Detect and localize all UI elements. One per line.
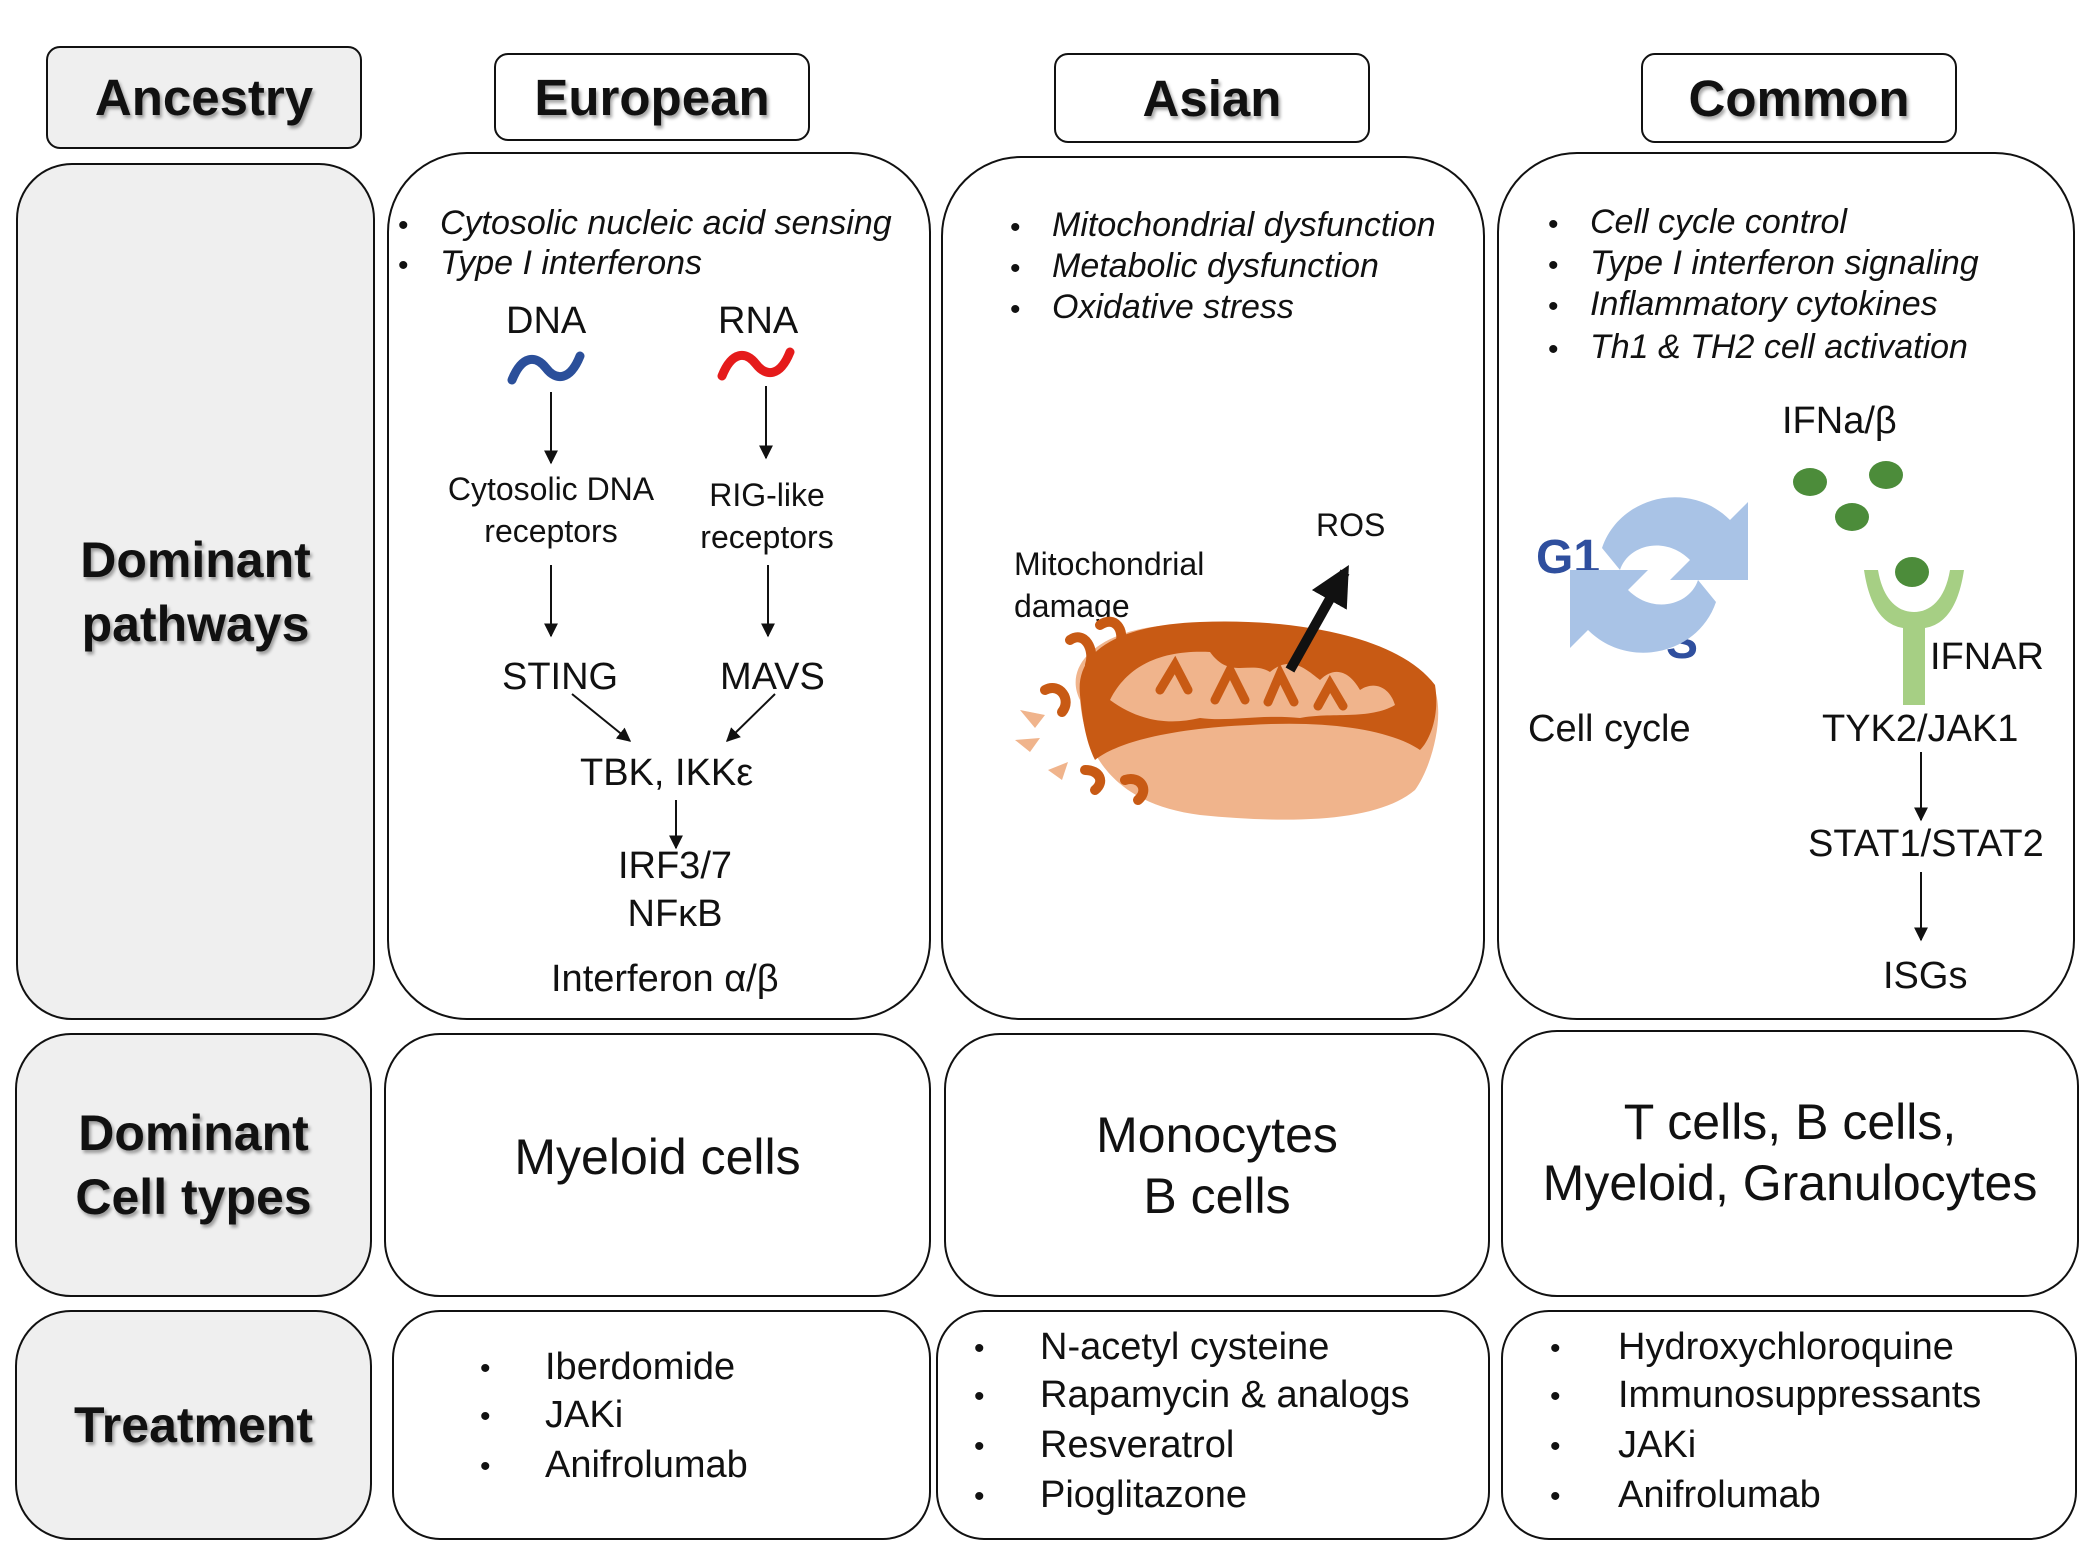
- bullet: •: [1548, 249, 1559, 282]
- european-treatment-3: Anifrolumab: [545, 1444, 748, 1486]
- asian-treatment-3: Resveratrol: [1040, 1424, 1235, 1466]
- asian-cells-box: Monocytes B cells: [944, 1033, 1490, 1297]
- irf37-label: IRF3/7: [617, 845, 733, 887]
- bullet: •: [1550, 1332, 1561, 1365]
- common-treatment-3: JAKi: [1618, 1424, 1697, 1466]
- tbk-ikk-label: TBK, IKKε: [580, 752, 754, 794]
- bullet: •: [1548, 333, 1559, 366]
- nfkb-label: NFκB: [627, 893, 723, 935]
- header-common: Common: [1641, 53, 1957, 143]
- header-asian: Asian: [1054, 53, 1370, 143]
- common-cells-line1: T cells, B cells,: [1623, 1094, 1957, 1150]
- row-label-treatment-text: Treatment: [74, 1397, 313, 1453]
- bullet: •: [974, 1380, 985, 1413]
- common-bullet-2: Type I interferon signaling: [1590, 244, 1979, 282]
- cytosolic-dna-receptors-line1: Cytosolic DNA: [447, 471, 655, 507]
- ifnar-label: IFNAR: [1930, 636, 2044, 678]
- bullet: •: [974, 1480, 985, 1513]
- header-common-label: Common: [1688, 69, 1910, 127]
- bullet: •: [974, 1332, 985, 1365]
- rig-like-receptors-line1: RIG-like: [709, 477, 825, 513]
- tyk2-jak1-label: TYK2/JAK1: [1822, 708, 2019, 750]
- isgs-label: ISGs: [1883, 955, 1968, 997]
- asian-bullet-3: Oxidative stress: [1052, 288, 1294, 326]
- common-bullet-4: Th1 & TH2 cell activation: [1590, 328, 1968, 366]
- ifn-ab-label: IFNa/β: [1782, 400, 1897, 442]
- rig-like-receptors-line2: receptors: [700, 519, 834, 555]
- stat1-stat2-label: STAT1/STAT2: [1808, 823, 2044, 865]
- row-label-cells-line1: Dominant: [78, 1105, 309, 1161]
- common-treatment-2: Immunosuppressants: [1618, 1374, 1982, 1416]
- asian-bullet-2: Metabolic dysfunction: [1052, 247, 1379, 285]
- sting-label: STING: [502, 656, 619, 698]
- bullet: •: [1548, 290, 1559, 323]
- asian-bullet-1: Mitochondrial dysfunction: [1052, 206, 1436, 244]
- s-label: S: [1666, 616, 1699, 669]
- bullet: •: [1010, 211, 1021, 244]
- interferon-ab-label: Interferon α/β: [551, 958, 779, 1000]
- bullet: •: [480, 1450, 491, 1483]
- asian-treatment-4: Pioglitazone: [1040, 1474, 1248, 1516]
- cell-cycle-label: Cell cycle: [1528, 708, 1691, 750]
- bullet: •: [1548, 208, 1559, 241]
- european-cells-box: Myeloid cells: [384, 1033, 931, 1297]
- common-bullet-3: Inflammatory cytokines: [1590, 285, 1938, 323]
- row-label-cells-line2: Cell types: [75, 1169, 312, 1225]
- common-bullet-1: Cell cycle control: [1590, 203, 1847, 241]
- european-pathways-panel: [387, 152, 931, 1020]
- row-label-treatment: Treatment: [15, 1310, 372, 1540]
- bullet: •: [480, 1400, 491, 1433]
- row-label-pathways-line2: pathways: [81, 595, 310, 652]
- cytosolic-dna-receptors-line2: receptors: [484, 513, 618, 549]
- bullet: •: [1550, 1430, 1561, 1463]
- european-treatment-1: Iberdomide: [545, 1346, 736, 1388]
- asian-cells-line1: Monocytes: [1096, 1107, 1338, 1163]
- asian-treatment-1: N-acetyl cysteine: [1040, 1326, 1330, 1368]
- header-ancestry-label: Ancestry: [94, 69, 314, 126]
- row-label-pathways-line1: Dominant: [80, 531, 311, 588]
- row-label-cell-types: Dominant Cell types: [15, 1033, 372, 1297]
- header-european: European: [494, 53, 810, 141]
- bullet: •: [1010, 252, 1021, 285]
- bullet: •: [398, 209, 409, 242]
- bullet: •: [1010, 293, 1021, 326]
- bullet: •: [974, 1430, 985, 1463]
- bullet: •: [398, 249, 409, 282]
- row-label-pathways: Dominant pathways: [16, 163, 375, 1020]
- common-treatment-4: Anifrolumab: [1618, 1474, 1821, 1516]
- header-ancestry: Ancestry: [46, 46, 362, 149]
- common-treatment-1: Hydroxychloroquine: [1618, 1326, 1954, 1368]
- asian-treatment-box: [936, 1310, 1490, 1540]
- asian-pathways-panel: [941, 156, 1485, 1020]
- header-asian-label: Asian: [1142, 69, 1282, 127]
- ros-label: ROS: [1316, 507, 1386, 543]
- dna-label: DNA: [506, 300, 587, 342]
- bullet: •: [480, 1352, 491, 1385]
- bullet: •: [1550, 1480, 1561, 1513]
- mitochondrial-damage-line1: Mitochondrial: [1014, 546, 1205, 582]
- european-treatment-box: [392, 1310, 931, 1540]
- common-cells-line2: Myeloid, Granulocytes: [1542, 1155, 2038, 1211]
- european-treatment-2: JAKi: [545, 1394, 624, 1436]
- asian-cells-line2: B cells: [1143, 1168, 1291, 1224]
- g1-label: G1: [1536, 531, 1601, 584]
- common-cells-box: T cells, B cells, Myeloid, Granulocytes: [1501, 1030, 2079, 1297]
- asian-treatment-2: Rapamycin & analogs: [1040, 1374, 1410, 1416]
- mitochondrial-damage-line2: damage: [1014, 588, 1130, 624]
- mavs-label: MAVS: [720, 656, 825, 698]
- common-treatment-box: [1501, 1310, 2077, 1540]
- european-cells-text: Myeloid cells: [514, 1129, 801, 1185]
- header-european-label: European: [534, 68, 770, 126]
- bullet: •: [1550, 1380, 1561, 1413]
- european-bullet-1: Cytosolic nucleic acid sensing: [440, 204, 892, 242]
- european-bullet-2: Type I interferons: [440, 244, 703, 282]
- rna-label: RNA: [718, 300, 799, 342]
